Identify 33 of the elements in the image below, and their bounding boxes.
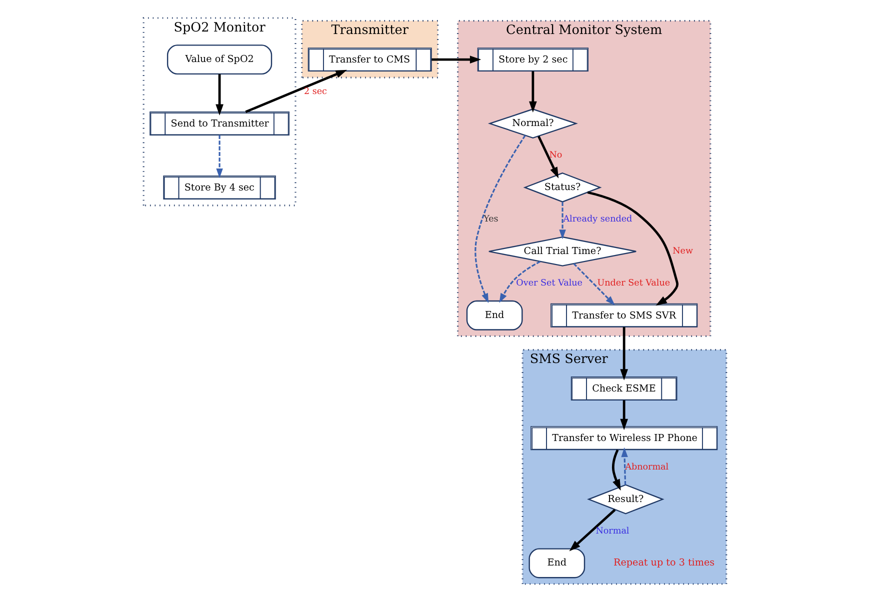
arrow: [474, 135, 526, 304]
edge-label: Abnormal: [625, 462, 669, 473]
arrow: [612, 449, 621, 491]
node-diamond: Call Trial Time?: [488, 236, 637, 266]
node-box: End: [466, 300, 523, 330]
arrow: [621, 447, 628, 485]
arrow: [559, 202, 566, 240]
edge-label: 2 sec: [304, 86, 327, 97]
arrow: [587, 191, 678, 306]
edge-label: Under Set Value: [597, 278, 670, 289]
node-box: Value of SpO2: [166, 44, 272, 75]
label: Repeat up to 3 times: [614, 558, 715, 569]
arrow: [538, 136, 559, 178]
arrow: [620, 327, 628, 380]
arrow: [432, 56, 482, 64]
node-diamond: Result?: [587, 484, 664, 514]
edge-label: Yes: [484, 214, 498, 225]
edge-label: New: [672, 246, 694, 257]
node-diamond: Normal?: [488, 108, 578, 139]
arrow: [216, 74, 224, 116]
arrow: [499, 260, 541, 303]
arrow: [216, 135, 223, 178]
edge-label: Over Set Value: [516, 278, 582, 289]
arrow: [569, 508, 616, 552]
arrow: [620, 400, 628, 430]
node-box: End: [528, 548, 586, 578]
arrow: [529, 71, 537, 113]
arrow: [245, 70, 348, 113]
edge-label: Already sended: [563, 214, 632, 225]
edge-label: Normal: [596, 526, 630, 536]
arrow: [573, 263, 615, 306]
node-diamond: Status?: [523, 172, 602, 202]
edge-label: No: [549, 150, 562, 161]
